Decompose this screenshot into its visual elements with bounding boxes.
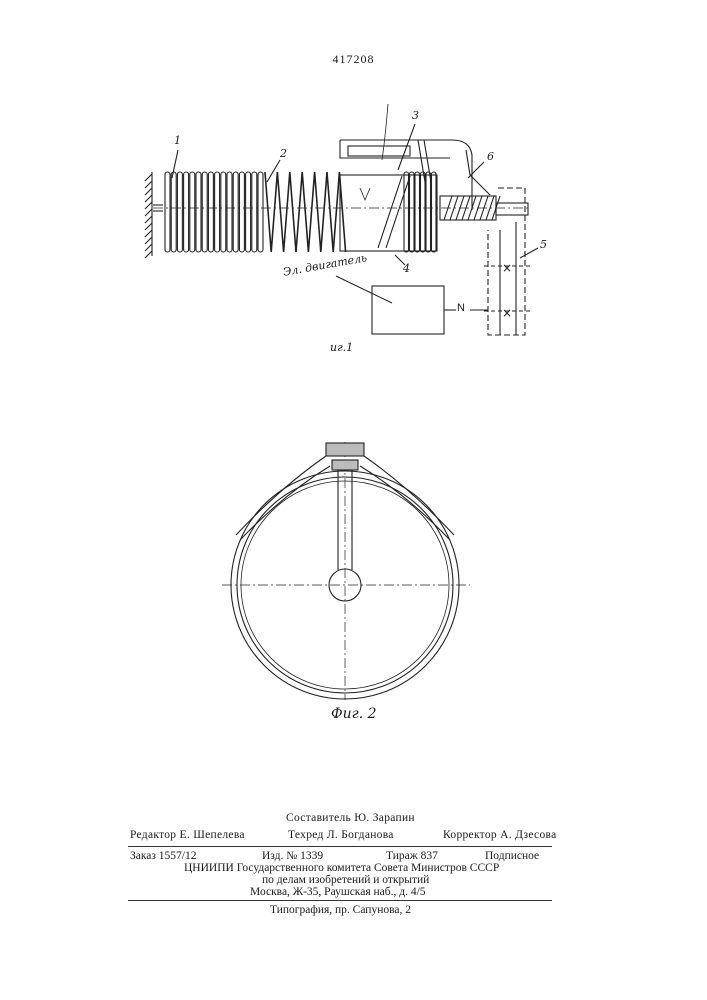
techred-line: Техред Л. Богданова: [288, 829, 394, 841]
order-number: Заказ 1557/12: [130, 850, 197, 862]
subscription: Подписное: [485, 850, 539, 862]
editor-line: Редактор Е. Шепелева: [130, 829, 245, 841]
org-line-2: по делам изобретений и открытий: [262, 874, 429, 886]
edition-number: Изд. № 1339: [262, 850, 323, 862]
footer-rule-top: [128, 846, 552, 847]
corrector-line: Корректор А. Дзесова: [443, 829, 557, 841]
printer-line: Типография, пр. Сапунова, 2: [270, 904, 411, 916]
org-line-1: ЦНИИПИ Государственного комитета Совета …: [184, 862, 499, 874]
address-line: Москва, Ж-35, Раушская наб., д. 4/5: [250, 886, 426, 898]
circulation: Тираж 837: [386, 850, 438, 862]
compiler-line: Составитель Ю. Зарапин: [286, 812, 415, 824]
figure-2-caption: Фиг. 2: [331, 706, 377, 722]
footer-rule-bottom: [128, 900, 552, 901]
